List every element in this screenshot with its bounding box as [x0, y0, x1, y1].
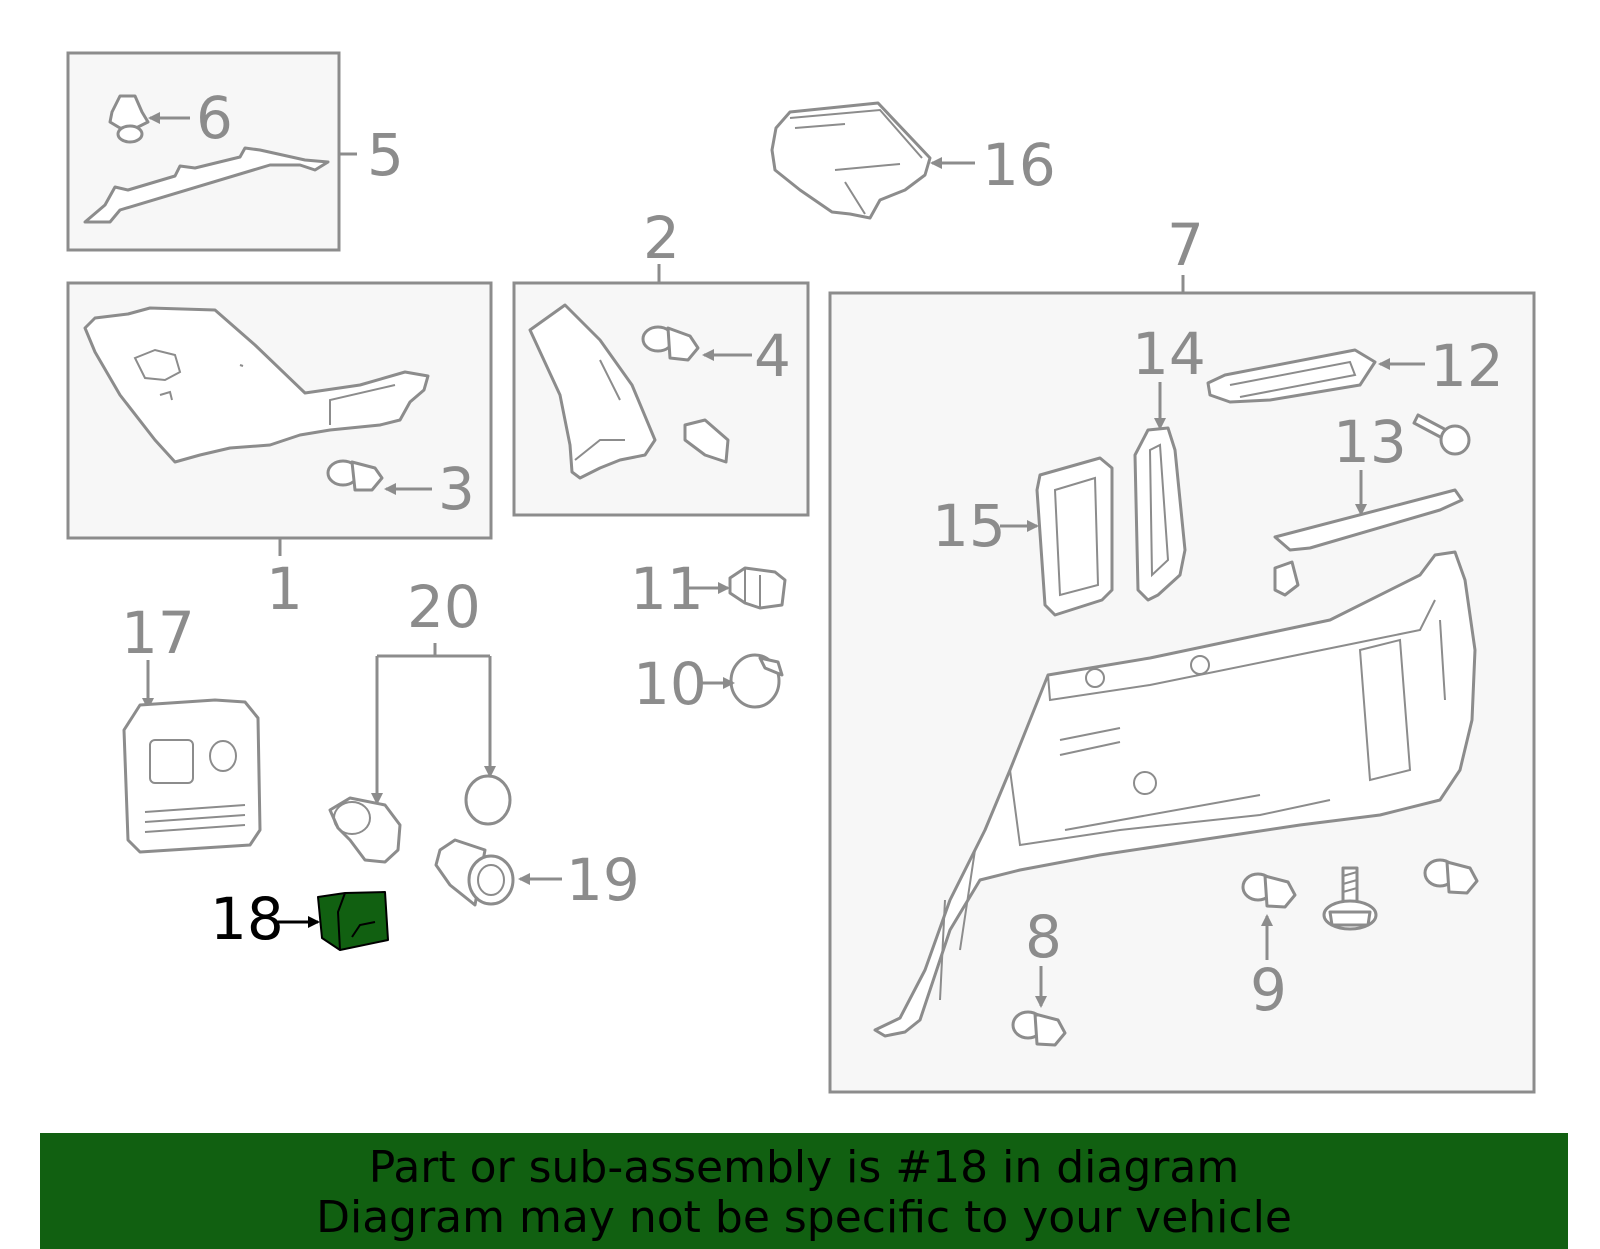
screw-part[interactable] — [1322, 866, 1378, 931]
clip-part-8[interactable] — [1011, 1010, 1067, 1047]
cover-part-18-highlighted[interactable] — [317, 891, 389, 951]
assembly-box-1 — [66, 281, 493, 556]
tray-part-12[interactable] — [1206, 348, 1377, 404]
socket-part-19[interactable] — [434, 838, 515, 907]
pillar-trim-part-2[interactable] — [528, 303, 730, 480]
clip-part-11[interactable] — [728, 566, 787, 610]
callout-4[interactable]: 4 — [754, 322, 791, 390]
callout-1[interactable]: 1 — [266, 555, 303, 623]
callout-12[interactable]: 12 — [1430, 332, 1504, 400]
strip-part-13[interactable] — [1273, 488, 1464, 552]
info-banner: Part or sub-assembly is #18 in diagram D… — [40, 1133, 1568, 1249]
callout-19[interactable]: 19 — [566, 846, 640, 914]
callout-13[interactable]: 13 — [1333, 408, 1407, 476]
callout-2[interactable]: 2 — [643, 204, 680, 272]
callout-16[interactable]: 16 — [982, 131, 1056, 199]
callout-6[interactable]: 6 — [196, 84, 233, 152]
banner-line-1: Part or sub-assembly is #18 in diagram — [368, 1142, 1240, 1193]
callout-11[interactable]: 11 — [630, 555, 704, 623]
callout-5[interactable]: 5 — [367, 121, 404, 189]
callout-3[interactable]: 3 — [438, 455, 475, 523]
cover-part-15[interactable] — [1035, 456, 1114, 617]
quarter-trim-panel-part-7[interactable] — [873, 550, 1477, 1038]
callout-18[interactable]: 18 — [210, 885, 284, 953]
module-part-16[interactable] — [770, 101, 932, 220]
clip-part[interactable] — [1273, 560, 1300, 597]
callout-7[interactable]: 7 — [1167, 211, 1204, 279]
clip-part-4[interactable] — [641, 325, 700, 362]
callout-8[interactable]: 8 — [1025, 903, 1062, 971]
banner-line-2: Diagram may not be specific to your vehi… — [316, 1192, 1292, 1243]
assembly-box-7: 14 15 12 13 — [828, 291, 1536, 1094]
trim-panel-part-1[interactable] — [83, 306, 430, 464]
bolt-part[interactable] — [1412, 413, 1471, 456]
callout-17[interactable]: 17 — [121, 599, 195, 667]
callout-10[interactable]: 10 — [633, 650, 707, 718]
console-cover-part-17[interactable] — [122, 698, 262, 854]
clip-part-9[interactable] — [1241, 872, 1297, 909]
vent-part-14[interactable] — [1133, 426, 1187, 602]
callout-20[interactable]: 20 — [407, 573, 481, 641]
grommet-part-10[interactable] — [729, 653, 784, 709]
assembly-box-5 — [66, 51, 357, 252]
clip-part-right[interactable] — [1423, 858, 1479, 895]
callout-15[interactable]: 15 — [932, 492, 1006, 560]
callout-9[interactable]: 9 — [1250, 956, 1287, 1024]
clip-part-3[interactable] — [326, 459, 384, 492]
trim-strip-part-5[interactable] — [83, 146, 330, 224]
assembly-box-2 — [512, 281, 810, 517]
socket-part-20[interactable] — [328, 774, 512, 864]
callout-14[interactable]: 14 — [1132, 320, 1206, 388]
